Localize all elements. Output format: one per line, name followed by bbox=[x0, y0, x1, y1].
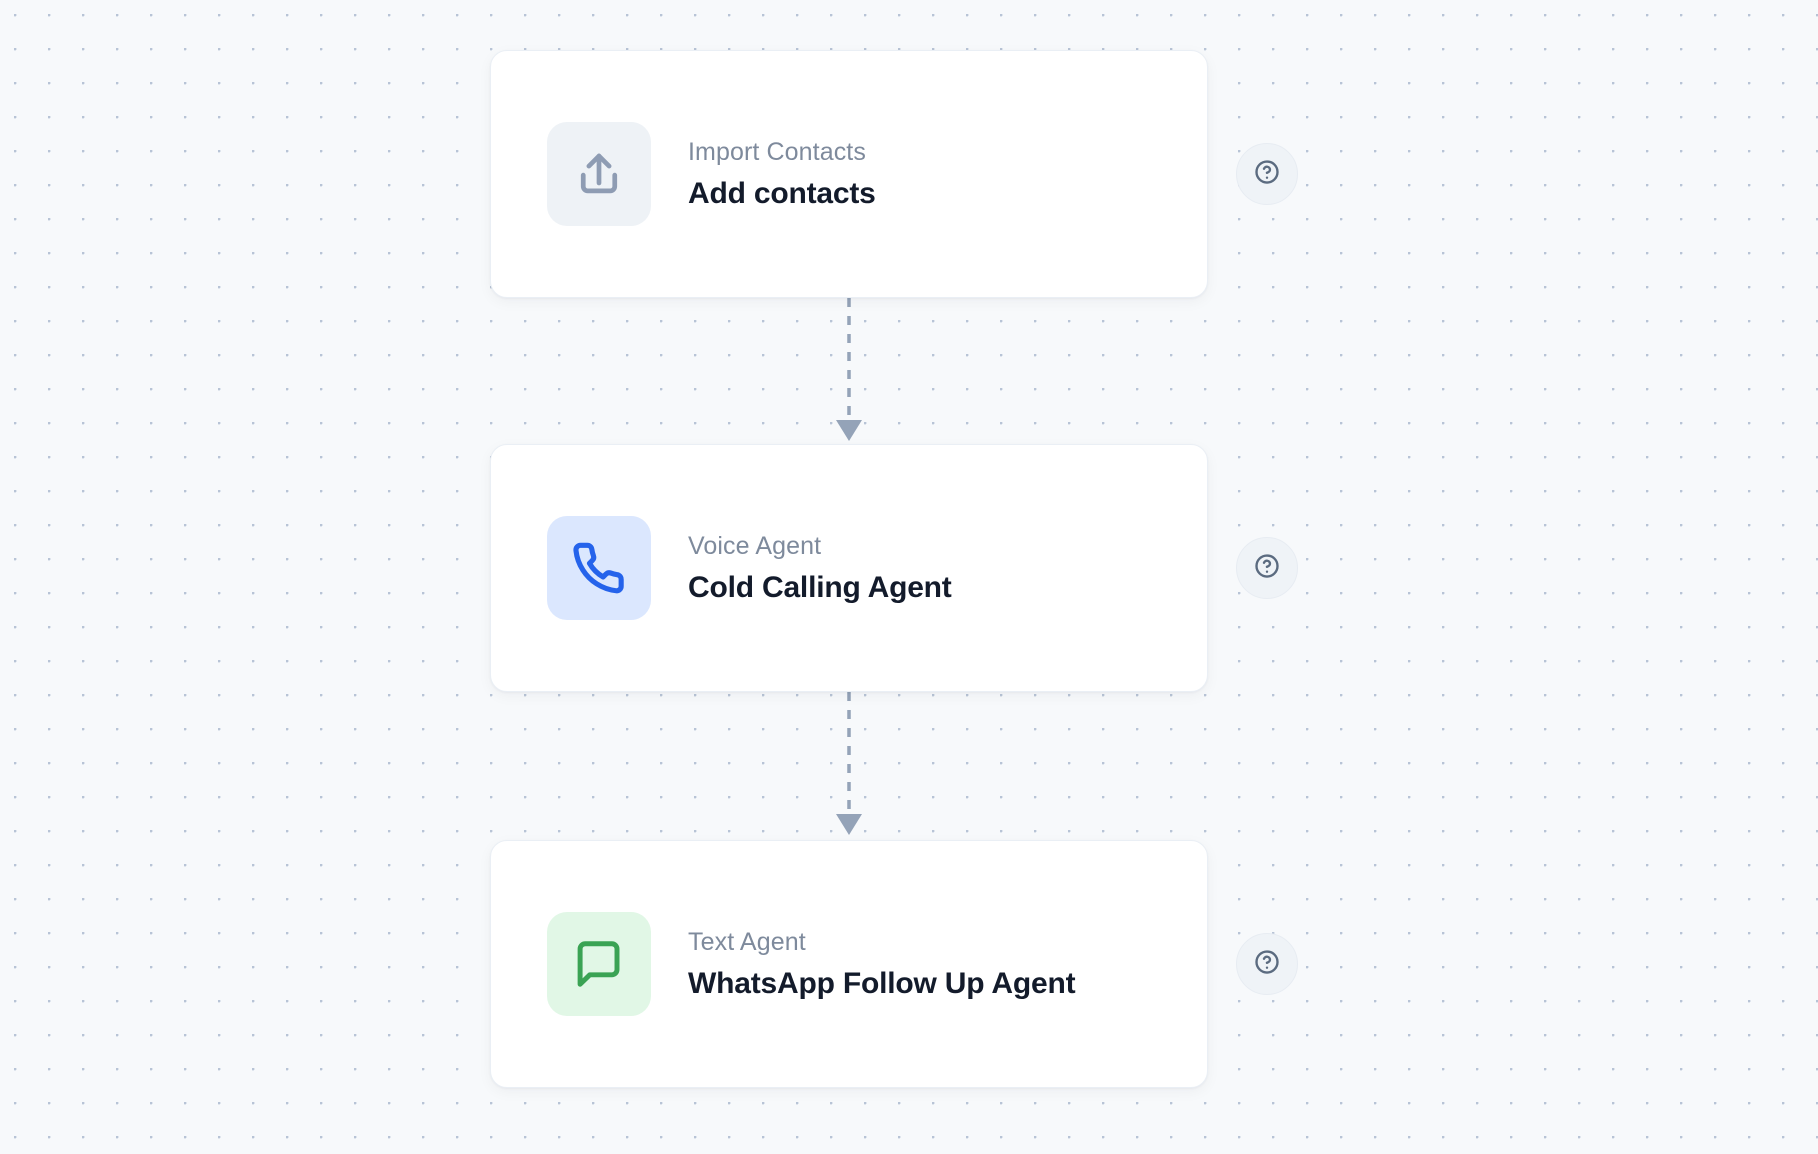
node-content: Voice Agent Cold Calling Agent bbox=[491, 516, 1207, 620]
workflow-node-text-agent[interactable]: Text Agent WhatsApp Follow Up Agent bbox=[490, 840, 1208, 1088]
node-label: Import Contacts bbox=[688, 137, 866, 166]
connector-voice-to-text bbox=[836, 692, 862, 835]
node-content: Text Agent WhatsApp Follow Up Agent bbox=[491, 912, 1207, 1016]
workflow-node-voice-agent[interactable]: Voice Agent Cold Calling Agent bbox=[490, 444, 1208, 692]
phone-icon-container bbox=[547, 516, 651, 620]
upload-icon bbox=[572, 147, 626, 201]
question-mark-circle-icon bbox=[1252, 551, 1282, 586]
node-label: Voice Agent bbox=[688, 531, 822, 560]
node-content: Import Contacts Add contacts bbox=[491, 122, 1207, 226]
node-text-block: Text Agent WhatsApp Follow Up Agent bbox=[688, 926, 1076, 1003]
node-text-block: Import Contacts Add contacts bbox=[688, 136, 876, 213]
workflow-node-import-contacts[interactable]: Import Contacts Add contacts bbox=[490, 50, 1208, 298]
node-title: Add contacts bbox=[688, 176, 876, 210]
question-mark-circle-icon bbox=[1252, 157, 1282, 192]
question-mark-circle-icon bbox=[1252, 947, 1282, 982]
help-button-import-contacts[interactable] bbox=[1236, 143, 1298, 205]
help-button-text-agent[interactable] bbox=[1236, 933, 1298, 995]
node-title: WhatsApp Follow Up Agent bbox=[688, 966, 1076, 1000]
node-text-block: Voice Agent Cold Calling Agent bbox=[688, 530, 952, 607]
help-button-voice-agent[interactable] bbox=[1236, 537, 1298, 599]
chat-bubble-icon bbox=[572, 937, 626, 991]
connector-import-to-voice bbox=[836, 298, 862, 441]
node-label: Text Agent bbox=[688, 927, 806, 956]
phone-icon bbox=[571, 540, 627, 596]
node-title: Cold Calling Agent bbox=[688, 570, 952, 604]
upload-icon-container bbox=[547, 122, 651, 226]
chat-bubble-icon-container bbox=[547, 912, 651, 1016]
